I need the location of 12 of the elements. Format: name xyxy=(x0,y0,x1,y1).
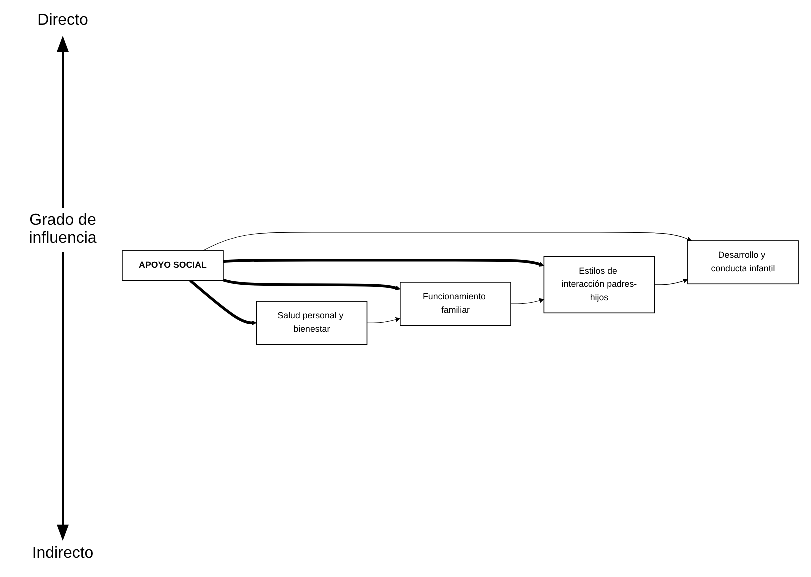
arrow xyxy=(223,258,544,267)
node-box: Salud personal y bienestar xyxy=(256,301,368,346)
arrow xyxy=(190,280,257,326)
arrow xyxy=(366,317,401,324)
arrow xyxy=(202,232,692,252)
arrow xyxy=(510,298,544,304)
arrow xyxy=(654,278,688,286)
node-box: Funcionamiento familiar xyxy=(400,282,512,326)
node-box: APOYO SOCIAL xyxy=(122,250,224,282)
node-box: Desarrollo y conducta infantil xyxy=(688,240,799,284)
node-box: Estilos de interacción padres-hijos xyxy=(544,256,656,314)
arrow xyxy=(223,278,401,291)
